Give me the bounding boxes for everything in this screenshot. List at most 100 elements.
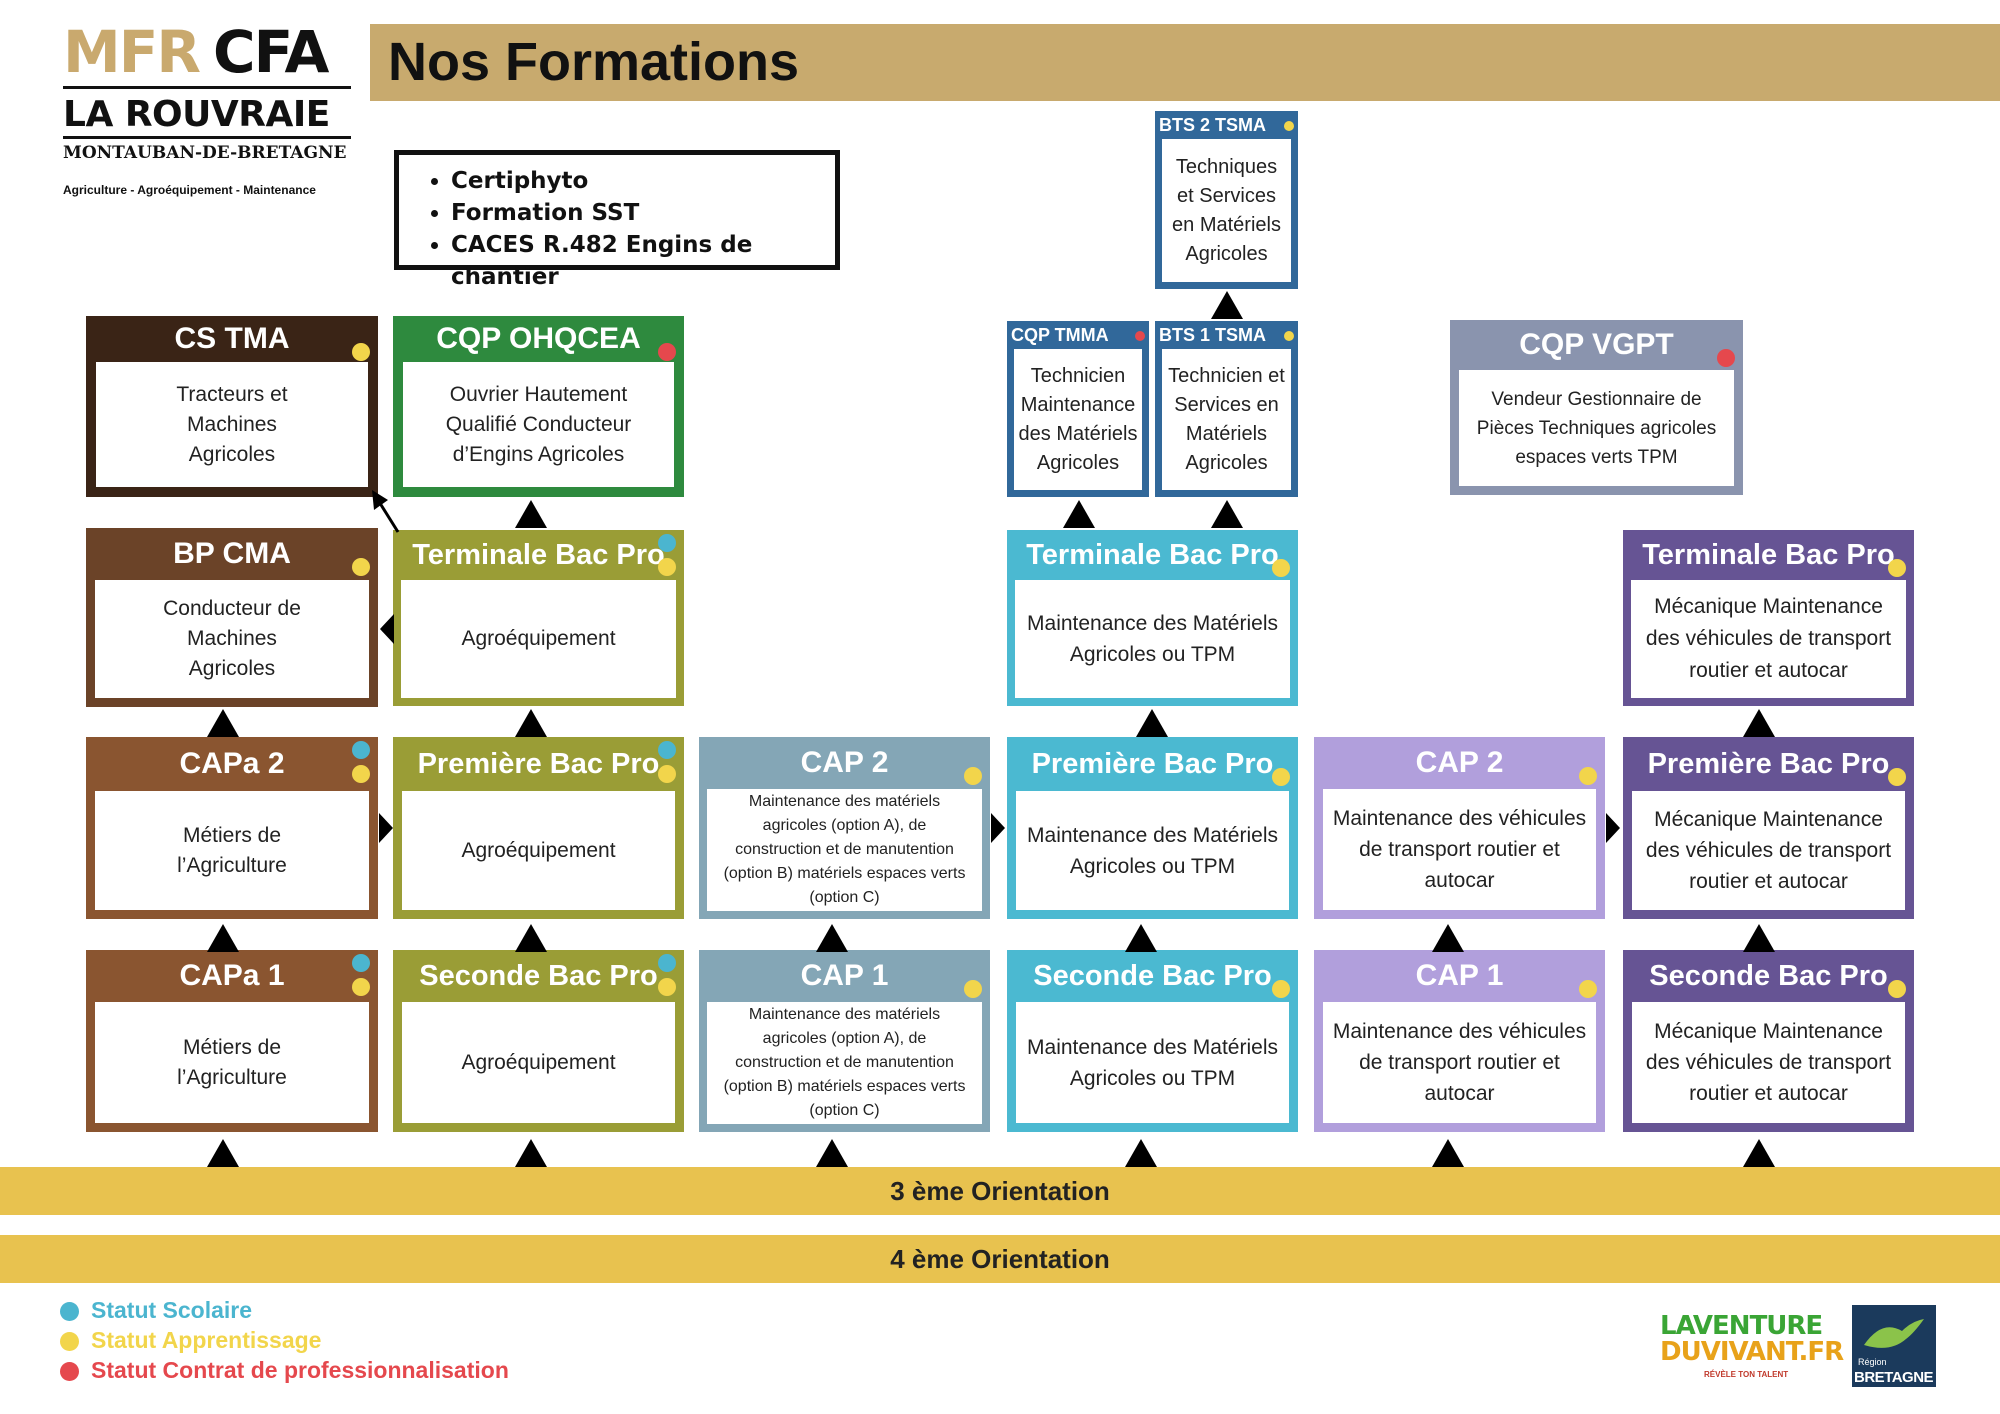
- description-line: Mécanique Maintenance: [1654, 1020, 1883, 1043]
- up-arrow-icon: [1063, 500, 1095, 528]
- logo-divider: [63, 86, 351, 89]
- card-title: BTS 2 TSMA: [1159, 115, 1267, 135]
- description-line: Technicien et: [1168, 364, 1285, 387]
- card-title: Seconde Bac Pro: [1649, 960, 1888, 992]
- apprentissage-status-dot-icon: [352, 343, 370, 361]
- apprentissage-status-dot-icon: [1888, 768, 1906, 786]
- description-line: Maintenance des matériels: [748, 1006, 941, 1023]
- description-line: Tracteurs et: [176, 382, 288, 406]
- card-title: Seconde Bac Pro: [419, 960, 658, 992]
- description-line: Vendeur Gestionnaire de: [1491, 388, 1702, 410]
- description-line: construction et de manutention: [735, 841, 954, 858]
- scolaire-status-dot-icon: [352, 954, 370, 972]
- card-title: CAP 1: [1415, 959, 1504, 992]
- description-line: Conducteur de: [163, 597, 301, 620]
- right-arrow-icon: [991, 813, 1005, 843]
- card-title: Première Bac Pro: [1031, 748, 1274, 780]
- up-arrow-icon: [207, 1139, 239, 1167]
- description-line: Mécanique Maintenance: [1654, 808, 1883, 831]
- card-title: CQP TMMA: [1011, 325, 1109, 345]
- apprentissage-status-dot-icon: [352, 978, 370, 996]
- description-line: Métiers de: [182, 1035, 282, 1059]
- description-line: routier et autocar: [1689, 1082, 1848, 1105]
- description-line: Agricoles: [1185, 451, 1268, 474]
- certifications-list: Certiphyto Formation SST CACES R.482 Eng…: [399, 165, 835, 293]
- card-title: CAPa 1: [179, 959, 285, 992]
- diagonal-arrow-head: [372, 490, 388, 510]
- card-description: Agroéquipement: [401, 580, 676, 698]
- card-title: BTS 1 TSMA: [1159, 325, 1267, 345]
- description-line: Maintenance des matériels: [748, 793, 941, 810]
- scolaire-status-dot-icon: [658, 534, 676, 552]
- apprentissage-status-dot-icon: [658, 558, 676, 576]
- description-line: Maintenance des Matériels: [1027, 612, 1278, 635]
- card-title: Terminale Bac Pro: [1026, 539, 1279, 571]
- apprentissage-status-dot-icon: [1284, 121, 1294, 131]
- up-arrow-icon: [515, 500, 547, 528]
- description-line: Matériels: [1185, 422, 1268, 445]
- description-line: Agroéquipement: [461, 1050, 616, 1074]
- page-title: Nos Formations: [388, 32, 800, 92]
- up-arrow-icon: [515, 924, 547, 952]
- card-title: Terminale Bac Pro: [412, 539, 665, 571]
- legend-contrat: Statut Contrat de professionnalisation: [60, 1355, 509, 1385]
- card-title: Terminale Bac Pro: [1642, 539, 1895, 571]
- up-arrow-icon: [1136, 709, 1168, 737]
- description-line: Agricoles ou TPM: [1069, 643, 1236, 666]
- description-line: routier et autocar: [1689, 659, 1848, 682]
- up-arrow-icon: [1743, 924, 1775, 952]
- description-line: des Matériels: [1018, 422, 1138, 445]
- card-title: Première Bac Pro: [1647, 748, 1890, 780]
- up-arrow-icon: [1125, 1139, 1157, 1167]
- logo-mfr-text: MFR: [63, 18, 201, 86]
- apprentissage-status-dot-icon: [1272, 980, 1290, 998]
- card-title: Première Bac Pro: [417, 748, 660, 780]
- third-orientation-bar: 3 ème Orientation: [0, 1167, 2000, 1215]
- description-line: Agricoles ou TPM: [1069, 1066, 1236, 1090]
- description-line: Métiers de: [182, 823, 282, 847]
- apprentissage-status-dot-icon: [1284, 331, 1294, 341]
- certifications-box: Certiphyto Formation SST CACES R.482 Eng…: [394, 150, 840, 290]
- card-title: CAPa 2: [179, 747, 285, 780]
- bird-icon: [1864, 1319, 1924, 1348]
- up-arrow-icon: [816, 1139, 848, 1167]
- apprentissage-status-dot-icon: [352, 558, 370, 576]
- description-line: en Matériels: [1172, 213, 1281, 236]
- left-arrow-icon: [380, 614, 394, 644]
- description-line: l’Agriculture: [177, 853, 287, 877]
- description-line: Maintenance des Matériels: [1027, 823, 1278, 847]
- apprentissage-status-dot-icon: [1888, 559, 1906, 577]
- description-line: Agricoles: [1036, 451, 1120, 474]
- apprentissage-status-dot-icon: [658, 765, 676, 783]
- laventure-du-vivant-logo: LAVENTURE DUVIVANT.FR RÉVÈLE TON TALENT: [1656, 1308, 1844, 1384]
- logo-divider: [63, 136, 351, 139]
- apprentissage-status-dot-icon: [352, 765, 370, 783]
- description-line: Agroéquipement: [461, 627, 616, 650]
- formation-card-capa2: CAPa 2 Métiers de l’Agriculture: [86, 737, 378, 919]
- contrat-dot-icon: [60, 1362, 79, 1381]
- legend-scolaire: Statut Scolaire: [60, 1295, 252, 1325]
- diagonal-arrow-line: [376, 499, 400, 533]
- description-line: routier et autocar: [1689, 870, 1848, 893]
